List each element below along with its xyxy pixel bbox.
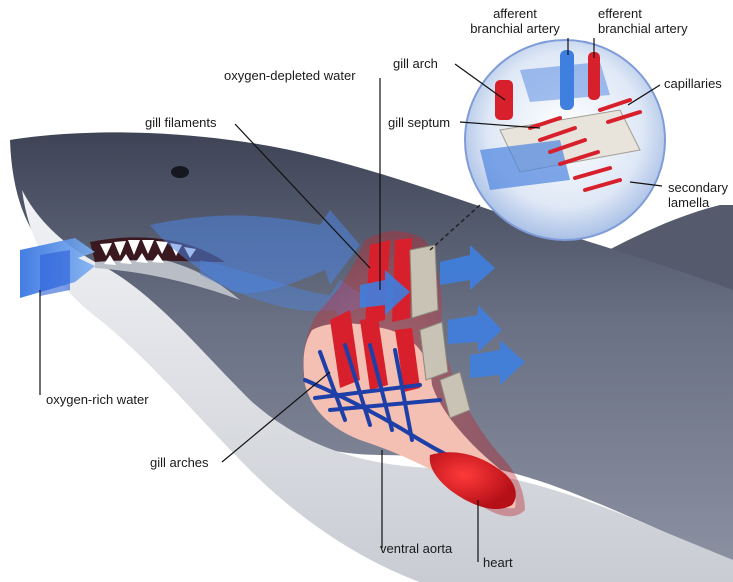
label-oxygen-depleted-water: oxygen-depleted water: [224, 68, 356, 83]
label-capillaries: capillaries: [664, 76, 722, 91]
label-heart: heart: [483, 555, 513, 570]
inset-circle: [465, 40, 665, 240]
label-gill-arches: gill arches: [150, 455, 209, 470]
label-gill-filaments: gill filaments: [145, 115, 217, 130]
label-secondary-lamella: secondary lamella: [668, 180, 728, 210]
label-afferent-branchial-artery: afferent branchial artery: [452, 6, 578, 36]
label-gill-septum: gill septum: [388, 115, 450, 130]
label-ventral-aorta: ventral aorta: [380, 541, 452, 556]
label-oxygen-rich-water: oxygen-rich water: [46, 392, 149, 407]
water-inflow-arrow-2: [40, 250, 70, 296]
label-efferent-branchial-artery: efferent branchial artery: [598, 6, 688, 36]
label-gill-arch: gill arch: [393, 56, 438, 71]
shark-eye: [171, 166, 189, 178]
